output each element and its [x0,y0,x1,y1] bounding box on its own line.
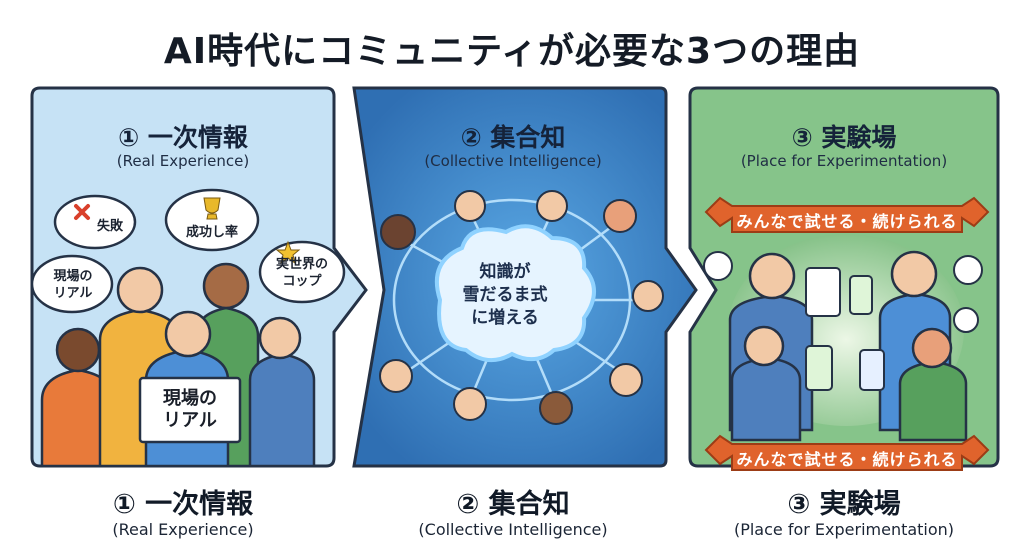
cross-icon [74,204,90,220]
bubble-reality-text: 現場の リアル [53,269,93,301]
bubble-real-world [258,240,346,304]
caption1-subtitle: (Real Experience) [112,520,254,539]
caption3-subtitle: (Place for Experimentation) [733,520,955,539]
bubble-success [164,188,260,252]
star-icon [275,240,301,265]
panel1-subtitle: (Real Experience) [116,152,250,170]
ribbon-bottom-text: みんなで試せる・続けられる [736,450,958,469]
bubble-real-world-text: 実世界の コップ [275,257,328,289]
phone-icons [805,267,885,391]
sign-board [138,376,242,444]
brain-center-text: 知識が 雪だるま式 に増える [462,262,548,328]
caption3-heading: ③ 実験場 [787,489,901,520]
bubble-failure-text: 失敗 [96,219,123,234]
panel-real-experience [30,86,368,468]
bubble-reality [30,254,114,314]
caption2-heading: ② 集合知 [456,489,570,520]
panel-collective-intelligence [352,86,698,468]
bubble-success-text: 成功し率 [185,225,238,240]
ribbon-top-text: みんなで試せる・続けられる [736,212,958,231]
trophy-icon [203,197,221,220]
panel3-heading: ③ 実験場 [791,123,897,152]
network-people [379,190,664,425]
caption1-heading: ① 一次情報 [112,489,254,520]
panel-experimentation [688,86,1000,471]
thumbs-up-icon [703,251,983,333]
brain-shape [434,224,596,362]
sign-text: 現場の リアル [163,388,217,431]
page-title: AI時代にコミュニティが必要な3つの理由 [163,31,861,72]
caption2-subtitle: (Collective Intelligence) [418,520,608,539]
panel2-heading: ② 集合知 [460,123,566,152]
experiment-people [728,250,968,442]
panel1-heading: ① 一次情報 [118,123,248,152]
bubble-failure [53,194,137,250]
panel3-subtitle: (Place for Experimentation) [740,152,948,170]
panel2-subtitle: (Collective Intelligence) [424,152,602,170]
ribbon-top [704,196,990,233]
ribbon-bottom [704,434,990,471]
